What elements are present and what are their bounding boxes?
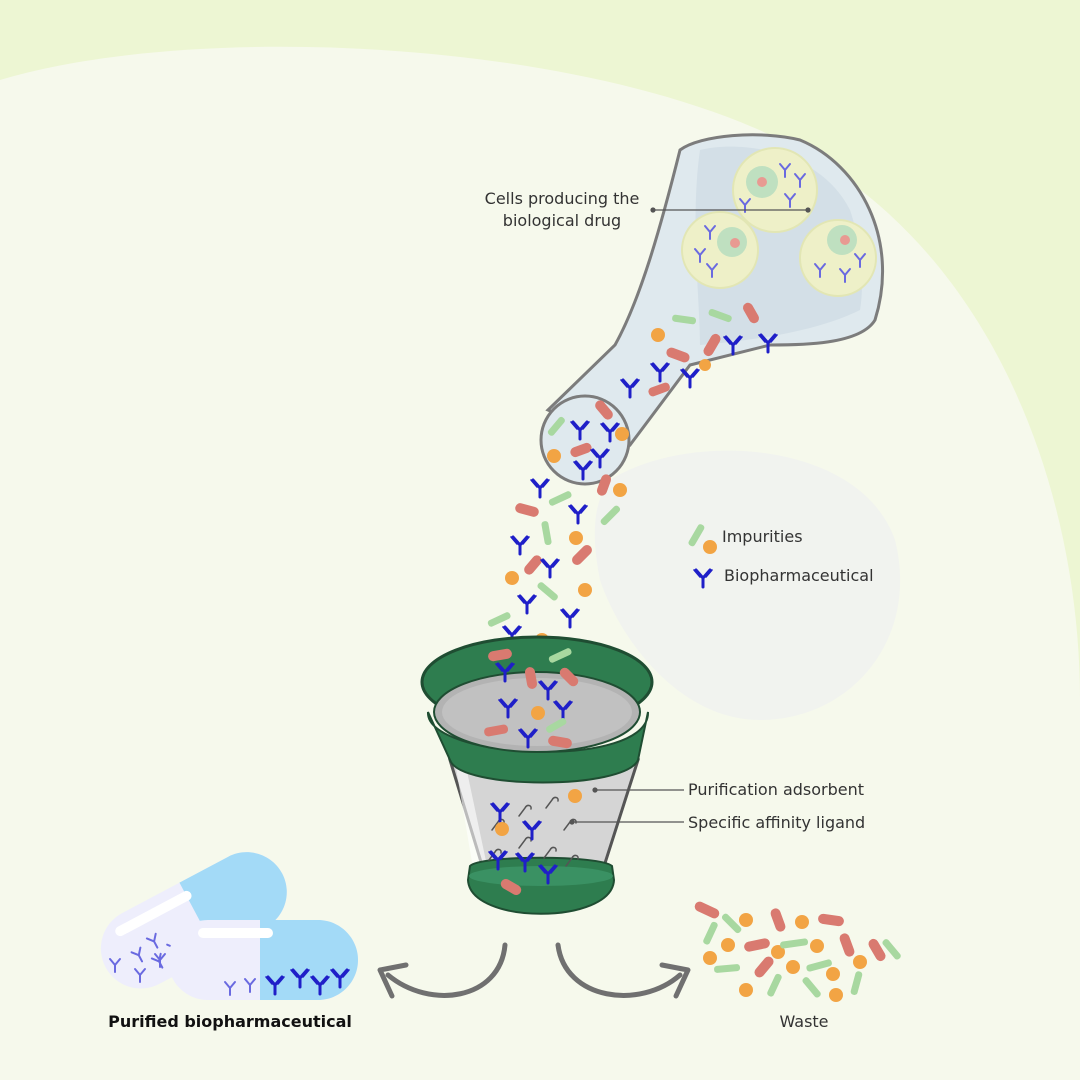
cell-1 — [732, 147, 818, 233]
legend-backdrop — [594, 450, 901, 720]
curved-arrow-icon — [377, 942, 691, 999]
impurities-label: Impurities — [722, 527, 803, 546]
waste-label: Waste — [779, 1012, 829, 1031]
flask-neck-particles — [619, 302, 779, 399]
cell-3 — [799, 219, 877, 297]
flask-mouth-particles — [547, 400, 629, 481]
cells-label-line2: biological drug — [502, 211, 622, 230]
purified-label: Purified biopharmaceutical — [108, 1012, 352, 1031]
waste-pile — [694, 901, 901, 1002]
legend-impurities-icon — [688, 524, 717, 554]
purification-adsorbent-label: Purification adsorbent — [688, 780, 865, 799]
cells-label-line1: Cells producing the — [484, 189, 640, 208]
adsorbent-contents — [487, 789, 582, 895]
biopharmaceutical-label: Biopharmaceutical — [724, 566, 874, 585]
capsule-icon — [100, 852, 358, 1000]
affinity-ligand-label: Specific affinity ligand — [688, 813, 866, 832]
leader-lines — [569, 207, 811, 825]
falling-particle-stream — [487, 474, 627, 647]
cells-label: Cells producing the biological drug — [478, 188, 646, 232]
filter-top-particles — [484, 648, 579, 749]
cell-2 — [681, 211, 759, 289]
